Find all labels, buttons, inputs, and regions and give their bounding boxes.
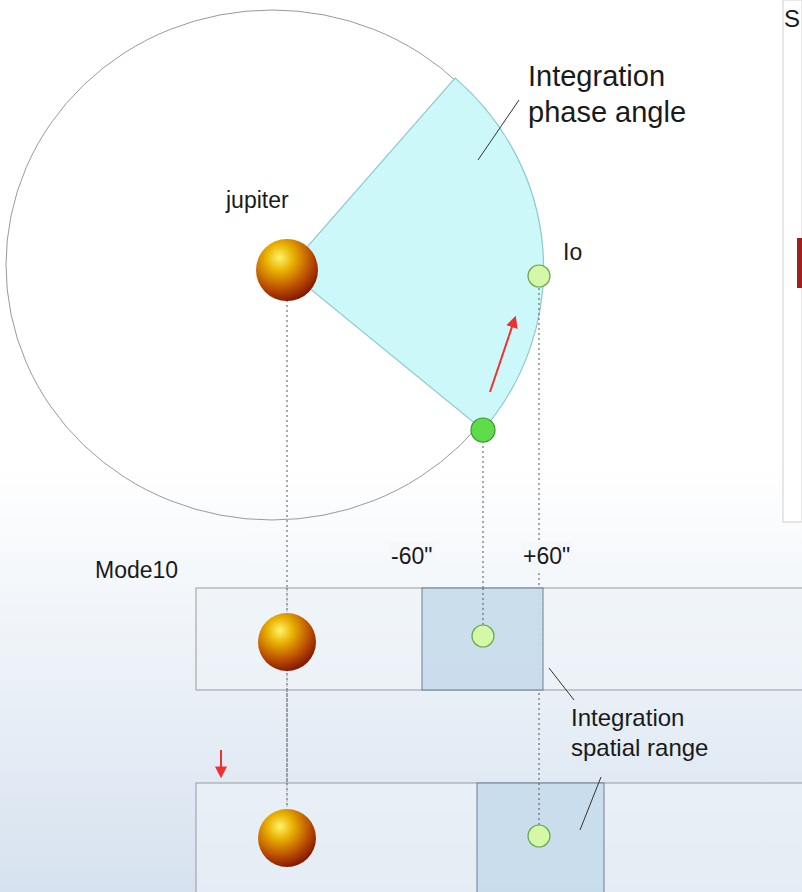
io-dot: [471, 418, 495, 442]
projection-line: [287, 300, 288, 808]
io-dot: [528, 825, 550, 847]
leader-line: [580, 777, 601, 830]
jupiter-sphere: [258, 613, 316, 671]
motion-arrow: [220, 750, 222, 776]
leader-line: [478, 100, 519, 160]
callout-label: Integration phase angle: [528, 58, 718, 131]
side-panel: [783, 0, 802, 522]
offset-label: +60": [521, 542, 572, 571]
io-dot: [528, 265, 550, 287]
planet-label: jupiter: [226, 186, 289, 215]
jupiter-sphere: [258, 809, 316, 867]
spatial-range-box: [477, 783, 604, 892]
side-mark: [797, 238, 802, 288]
projection-line: [483, 588, 484, 625]
io-dot: [472, 625, 494, 647]
phase-sector: [287, 78, 544, 430]
spatial-range-box: [422, 588, 543, 690]
jupiter-sphere: [256, 239, 318, 301]
offset-label: -60": [389, 542, 434, 571]
mode-label: Mode10: [95, 556, 178, 585]
motion-arrow: [490, 318, 515, 392]
moon-label: Io: [563, 238, 582, 267]
callout-label: Integration spatial range: [571, 703, 746, 763]
leader-line: [549, 668, 574, 700]
projection-line: [539, 783, 540, 825]
cut-letter: S: [784, 4, 800, 34]
